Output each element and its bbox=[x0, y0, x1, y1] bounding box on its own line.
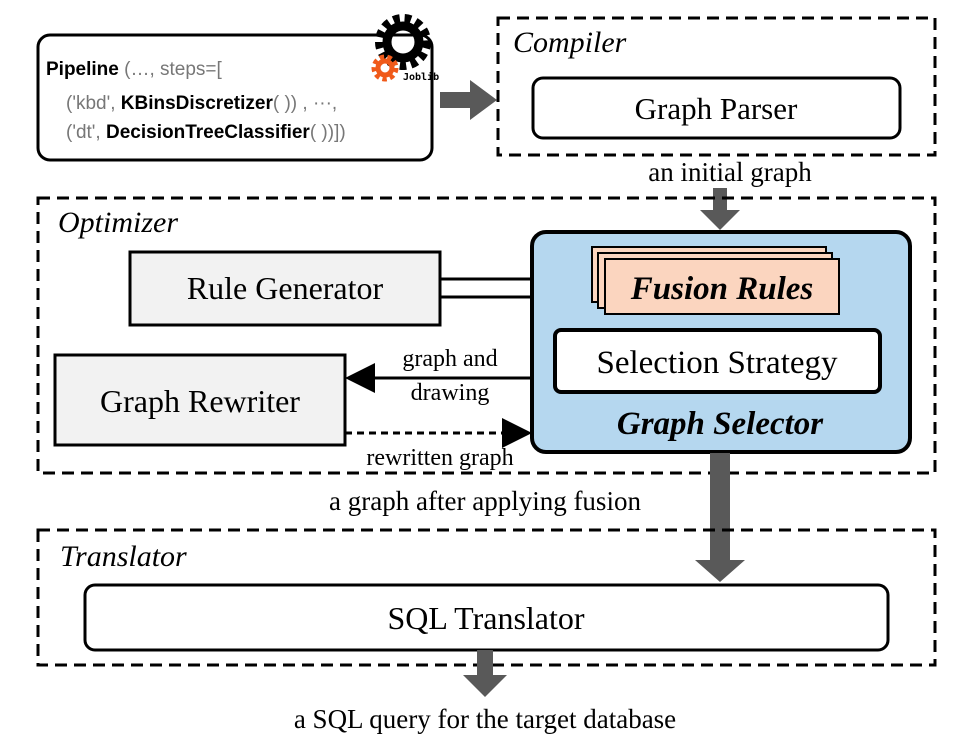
edge-label-drawing: drawing bbox=[411, 380, 490, 406]
translator-region bbox=[36, 528, 937, 667]
graph-rewriter-box bbox=[53, 353, 347, 447]
pipeline-line-3: ('dt', DecisionTreeClassifier( ))]) bbox=[66, 122, 346, 143]
pipeline-code-box: Pipeline (…, steps=[ ('kbd', KBinsDiscre… bbox=[36, 33, 434, 162]
edge-label-initial-graph: an initial graph bbox=[648, 157, 812, 187]
edge-label-graph-and: graph and bbox=[402, 346, 497, 372]
arrow-pipeline-to-compiler bbox=[440, 80, 497, 120]
compiler-region bbox=[496, 16, 937, 157]
joblib-logo-text: Joblib bbox=[403, 71, 439, 83]
pipeline-line-1: Pipeline (…, steps=[ bbox=[46, 59, 223, 80]
arrow-optimizer-to-translator bbox=[695, 453, 745, 582]
selection-strategy-box bbox=[553, 328, 882, 394]
edge-label-sql-query: a SQL query for the target database bbox=[294, 704, 676, 734]
optimizer-label: Optimizer bbox=[58, 206, 178, 239]
graph-selector-label: Graph Selector bbox=[617, 406, 824, 442]
edge-label-after-fusion: a graph after applying fusion bbox=[329, 486, 641, 516]
rule-generator-label: Rule Generator bbox=[187, 270, 384, 306]
pipeline-line-2: ('kbd', KBinsDiscretizer( )) , ···, bbox=[66, 93, 337, 114]
rule-generator-box bbox=[128, 250, 442, 327]
graph-parser-label: Graph Parser bbox=[635, 91, 798, 126]
selection-strategy-label: Selection Strategy bbox=[596, 345, 838, 381]
graph-rewriter-label: Graph Rewriter bbox=[100, 383, 300, 419]
joblib-logo: Joblib bbox=[371, 14, 439, 83]
sql-translator-label: SQL Translator bbox=[387, 600, 584, 636]
arrow-translator-to-output bbox=[463, 650, 507, 697]
arrow-compiler-to-optimizer bbox=[700, 188, 740, 230]
orange-gear-icon bbox=[371, 54, 399, 82]
compiler-label: Compiler bbox=[513, 26, 627, 59]
fusion-rules-label: Fusion Rules bbox=[630, 271, 814, 307]
edge-label-rewritten-graph: rewritten graph bbox=[366, 445, 513, 471]
black-gear-icon bbox=[375, 14, 431, 70]
fusion-rules-stack: Fusion Rules bbox=[591, 246, 840, 315]
graph-parser-box bbox=[531, 76, 902, 140]
optimizer-region bbox=[36, 196, 937, 475]
translator-label: Translator bbox=[60, 540, 187, 573]
